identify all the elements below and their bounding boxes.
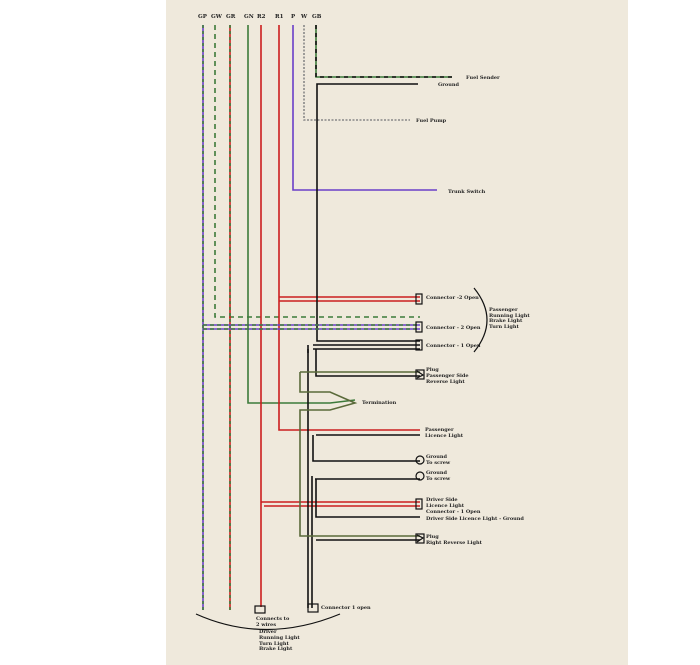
label-line: Brake Light bbox=[489, 318, 523, 324]
label-line: Running Light bbox=[489, 313, 530, 319]
label-line: Running Light bbox=[259, 635, 300, 641]
label-line: To screw bbox=[426, 476, 451, 482]
label-trunk-switch: Trunk Switch bbox=[448, 189, 486, 195]
label-plug-right: Plug Right Reverse Light bbox=[426, 534, 483, 546]
plug-passenger-reverse bbox=[415, 369, 425, 380]
label-termination: Termination bbox=[362, 400, 397, 406]
label-line: Licence Light bbox=[425, 433, 464, 439]
connector-1-open bbox=[415, 339, 423, 351]
label-ground-screw-1: Ground To screw bbox=[426, 454, 451, 466]
label-connector-1-open: Connector - 1 Open bbox=[426, 343, 481, 349]
label-line: Connects to bbox=[256, 616, 290, 622]
label-line: Turn Light bbox=[259, 641, 289, 647]
label-fuel-pump: Fuel Pump bbox=[416, 118, 447, 124]
wire-p bbox=[292, 25, 437, 191]
label-connects-2-wires: Connects to 2 wires bbox=[256, 616, 290, 628]
wire-gn bbox=[247, 25, 356, 404]
label-line: Right Reverse Light bbox=[426, 540, 483, 546]
label-line: Turn Light bbox=[489, 324, 519, 330]
label-line: Passenger Side bbox=[426, 373, 469, 379]
label-driver-group: Driver Running Light Turn Light Brake Li… bbox=[259, 629, 300, 652]
wire-green-loop bbox=[299, 371, 420, 537]
label-ground-screw-2: Ground To screw bbox=[426, 470, 451, 482]
wire-gb bbox=[315, 25, 452, 78]
label-line: Driver Side bbox=[426, 497, 458, 503]
label-passenger-group: Passenger Running Light Brake Light Turn… bbox=[489, 307, 530, 330]
code-p: P bbox=[291, 14, 295, 20]
code-r2: R2 bbox=[257, 14, 266, 20]
wire-w bbox=[303, 25, 410, 121]
label-connector-1-open-bottom: Connector 1 open bbox=[321, 605, 371, 611]
label-line: Licence Light bbox=[426, 503, 465, 509]
ground-screw-1 bbox=[415, 455, 425, 465]
label-passenger-licence: Passenger Licence Light bbox=[425, 427, 464, 439]
wire-r1 bbox=[278, 25, 420, 431]
label-driver-licence-ground: Driver Side Licence Light - Ground bbox=[426, 516, 524, 522]
label-connector-2-open-a: Connector -2 Open bbox=[426, 295, 479, 301]
connector-2-open-b bbox=[415, 321, 423, 333]
code-gb: GB bbox=[312, 14, 322, 20]
connector-2-open-a bbox=[415, 293, 423, 305]
code-gn: GN bbox=[244, 14, 254, 20]
driver-bracket bbox=[195, 613, 341, 631]
code-gr: GR bbox=[226, 14, 236, 20]
wire-r2 bbox=[260, 25, 420, 607]
label-plug-passenger: Plug Passenger Side Reverse Light bbox=[426, 367, 469, 385]
label-line: Passenger bbox=[425, 427, 454, 433]
label-line: 2 wires bbox=[256, 622, 276, 628]
code-r1: R1 bbox=[275, 14, 284, 20]
label-line: To screw bbox=[426, 460, 451, 466]
diagram-paper bbox=[166, 0, 628, 665]
label-line: Plug bbox=[426, 534, 439, 540]
label-line: Ground bbox=[426, 454, 448, 460]
label-connector-2-open-b: Connector - 2 Open bbox=[426, 325, 481, 331]
ground-screw-2 bbox=[415, 471, 425, 481]
wire-ground bbox=[316, 83, 420, 342]
wire-black-trunk bbox=[307, 344, 420, 608]
driver-licence-connector bbox=[415, 498, 423, 510]
code-gw: GW bbox=[211, 14, 223, 20]
label-fuel-sender: Fuel Sender bbox=[466, 75, 500, 81]
label-line: Passenger bbox=[489, 307, 518, 313]
wire-gw bbox=[214, 25, 420, 318]
label-line: Connector - 1 Open bbox=[426, 509, 481, 515]
label-line: Driver bbox=[259, 629, 277, 635]
connects-2-wires-box bbox=[254, 605, 266, 614]
label-line: Plug bbox=[426, 367, 439, 373]
connector-1-open-bottom bbox=[307, 603, 319, 613]
passenger-bracket bbox=[473, 287, 488, 353]
label-line: Ground bbox=[426, 470, 448, 476]
label-line: Reverse Light bbox=[426, 379, 465, 385]
label-driver-licence: Driver Side Licence Light Connector - 1 … bbox=[426, 497, 481, 515]
label-ground: Ground bbox=[438, 82, 460, 88]
plug-right-reverse bbox=[415, 533, 425, 544]
wire-code-header: GP GW GR GN R2 R1 P W GB bbox=[198, 14, 322, 20]
code-w: W bbox=[300, 14, 308, 20]
code-gp: GP bbox=[198, 14, 207, 20]
label-line: Brake Light bbox=[259, 646, 293, 652]
